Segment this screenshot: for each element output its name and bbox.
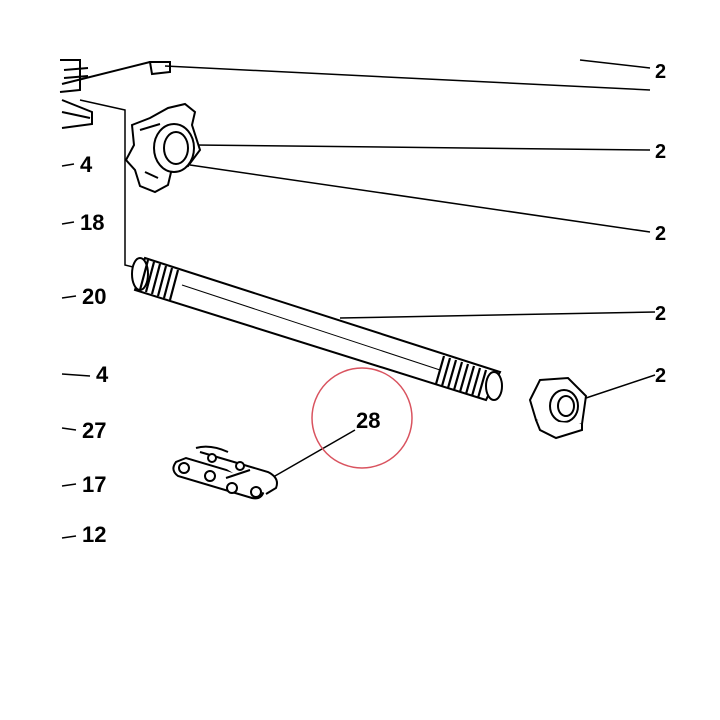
chain-connecting-link-icon bbox=[172, 445, 278, 500]
left-ticks bbox=[61, 163, 91, 539]
callout-4-mid: 4 bbox=[96, 362, 109, 387]
callout-right-2: 2 bbox=[655, 141, 666, 163]
callout-right-3: 2 bbox=[655, 223, 666, 245]
callout-12: 12 bbox=[82, 522, 106, 547]
callout-right-1: 2 bbox=[655, 61, 666, 83]
threaded-axle-icon bbox=[131, 256, 503, 402]
callout-4-top: 4 bbox=[80, 152, 93, 177]
callout-18: 18 bbox=[80, 210, 104, 235]
bearing-housing-icon bbox=[124, 102, 202, 194]
callout-20: 20 bbox=[82, 284, 106, 309]
callout-right-4: 2 bbox=[655, 303, 666, 325]
callout-28: 28 bbox=[356, 408, 380, 433]
highlight-circle bbox=[311, 367, 413, 469]
frame-bracket-icon bbox=[59, 59, 171, 129]
callout-27: 27 bbox=[82, 418, 106, 443]
callout-right-5: 2 bbox=[655, 365, 666, 387]
hex-nut-icon bbox=[528, 376, 588, 440]
callout-17: 17 bbox=[82, 472, 106, 497]
